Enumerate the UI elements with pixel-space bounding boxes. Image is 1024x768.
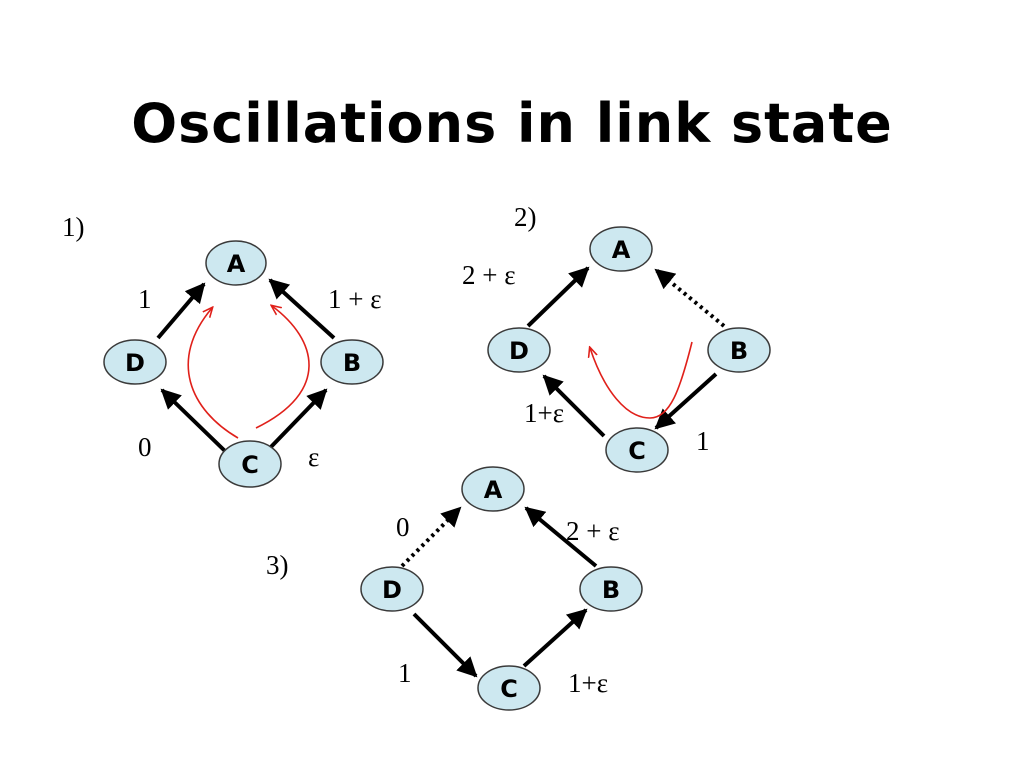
edge-1-d-a <box>156 282 206 340</box>
node-2-c: C <box>605 427 669 473</box>
edge-2-c-d <box>542 374 606 438</box>
edge-1-c-d <box>160 388 228 454</box>
cost-3-c-b: 1+ε <box>568 668 608 698</box>
edge-2-b-c <box>654 372 718 430</box>
diagram-1-label: 1) <box>62 212 85 242</box>
node-3-c: C <box>477 665 541 711</box>
edge-1-c-b <box>266 388 328 452</box>
edge-3-d-c <box>412 612 478 678</box>
slide-title: Oscillations in link state <box>131 92 893 155</box>
diagram-1: 1) 1 1 + ε 0 ε A D <box>62 212 384 488</box>
node-3-b: B <box>579 566 643 612</box>
cost-2-d-a: 2 + ε <box>462 260 516 290</box>
node-1-d: D <box>103 339 167 385</box>
cost-1-c-b: ε <box>308 442 319 472</box>
diagram-2: 2) 2 + ε 1+ε 1 A D B <box>462 202 771 473</box>
route-1-c-to-a-left <box>187 308 239 439</box>
node-1-b-label: B <box>343 349 361 377</box>
node-2-d: D <box>487 327 551 373</box>
cost-3-d-a: 0 <box>396 512 410 542</box>
node-2-c-label: C <box>628 437 646 465</box>
route-1-c-to-a-right <box>255 306 310 429</box>
node-2-b-label: B <box>730 337 748 365</box>
cost-1-c-d: 0 <box>138 432 152 462</box>
node-1-a: A <box>205 240 267 286</box>
edge-1-b-a <box>268 278 336 340</box>
node-1-c-label: C <box>241 451 259 479</box>
node-1-a-label: A <box>227 250 246 278</box>
diagram-2-label: 2) <box>514 202 537 232</box>
cost-1-d-a: 1 <box>138 284 152 314</box>
edge-2-b-a-dotted <box>654 268 726 328</box>
diagram-3: 3) 0 2 + ε 1 1+ε A D B <box>266 466 643 711</box>
node-2-a-label: A <box>612 236 631 264</box>
cost-3-d-c: 1 <box>398 658 412 688</box>
edge-3-c-b <box>522 608 588 668</box>
node-3-a-label: A <box>484 476 503 504</box>
diagram-3-label: 3) <box>266 550 289 580</box>
cost-3-b-a: 2 + ε <box>566 516 620 546</box>
node-3-b-label: B <box>602 576 620 604</box>
node-3-a: A <box>461 466 525 512</box>
node-1-b: B <box>320 339 384 385</box>
node-1-d-label: D <box>125 349 145 377</box>
node-3-d-label: D <box>382 576 402 604</box>
node-3-d: D <box>360 566 424 612</box>
cost-2-c-d: 1+ε <box>524 398 564 428</box>
node-1-c: C <box>218 440 282 488</box>
node-3-c-label: C <box>500 675 518 703</box>
node-2-d-label: D <box>509 337 529 365</box>
cost-2-b-c: 1 <box>696 426 710 456</box>
edge-3-b-a <box>524 506 598 568</box>
node-2-b: B <box>707 327 771 373</box>
route-2-oscillation <box>590 341 693 419</box>
edge-2-d-a <box>526 266 590 328</box>
edge-3-d-a-dotted <box>400 506 462 568</box>
node-2-a: A <box>589 226 653 272</box>
cost-1-b-a: 1 + ε <box>328 284 382 314</box>
